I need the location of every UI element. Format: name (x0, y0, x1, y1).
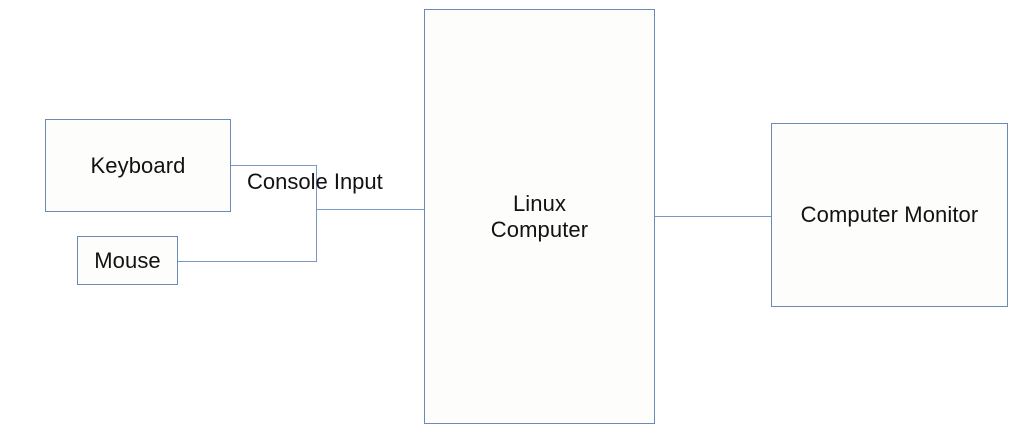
node-keyboard-label: Keyboard (90, 152, 186, 178)
node-mouse[interactable]: Mouse (77, 236, 178, 285)
edge-label-console-input: Console Input (247, 169, 383, 194)
node-keyboard[interactable]: Keyboard (45, 119, 231, 212)
node-linux-computer-label: Linux Computer (490, 190, 589, 242)
node-computer-monitor-label: Computer Monitor (800, 202, 979, 228)
node-mouse-label: Mouse (94, 247, 161, 273)
connector-mouse-to-console-input (178, 209, 318, 263)
connector-keyboard-to-console-input (231, 164, 318, 210)
node-linux-computer[interactable]: Linux Computer (424, 9, 655, 424)
node-computer-monitor[interactable]: Computer Monitor (771, 123, 1008, 307)
